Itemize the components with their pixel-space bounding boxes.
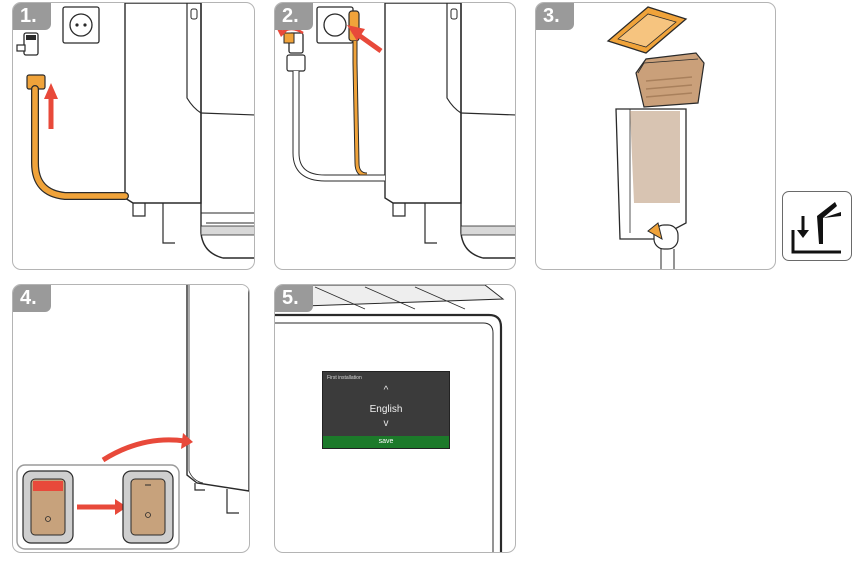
machine-front xyxy=(275,313,503,552)
water-tap-icon xyxy=(283,32,306,72)
step-number: 2. xyxy=(275,3,313,30)
chevron-up-icon[interactable]: ^ xyxy=(383,385,389,396)
red-arrow-icon xyxy=(101,437,186,463)
water-tap-icon xyxy=(16,32,39,56)
step-1-panel: 1. xyxy=(12,2,255,270)
machine-front xyxy=(200,3,254,259)
step-3-panel: 3. xyxy=(535,2,776,270)
save-button[interactable]: save xyxy=(323,436,449,448)
bean-hopper-lid-icon xyxy=(606,6,688,54)
power-switch-icon xyxy=(22,470,74,544)
step-2-panel: 2. xyxy=(274,2,516,270)
step-number: 1. xyxy=(13,3,51,30)
language-value: English xyxy=(369,404,403,415)
step-5-panel: 5. First installation ^ English v save xyxy=(274,284,516,553)
step-number: 4. xyxy=(13,285,51,312)
fill-beans-pictogram xyxy=(791,202,841,254)
step-3-illustration xyxy=(606,6,705,269)
red-arrow-icon xyxy=(347,25,383,54)
hose-icon xyxy=(292,71,385,182)
display-title: First installation xyxy=(327,375,362,381)
step-number: 3. xyxy=(536,3,574,30)
display-screen[interactable]: First installation ^ English v save xyxy=(322,371,450,449)
bean-container-icon xyxy=(615,108,687,269)
step-4-illustration xyxy=(16,285,249,550)
step-number: 5. xyxy=(275,285,313,312)
drip-tray xyxy=(200,225,254,236)
step-2-illustration xyxy=(277,3,515,259)
step-1-illustration xyxy=(16,3,254,259)
machine-side xyxy=(124,3,202,204)
chevron-down-icon[interactable]: v xyxy=(383,418,389,429)
machine-side xyxy=(186,285,249,492)
power-socket-icon xyxy=(316,6,354,44)
red-arrow-icon xyxy=(44,83,58,129)
coffee-bean-bag-icon xyxy=(635,52,705,108)
power-switch-icon xyxy=(122,470,174,544)
fill-beans-icon xyxy=(782,191,852,261)
power-socket-icon xyxy=(62,6,100,44)
hose-icon xyxy=(26,74,129,200)
step-4-panel: 4. xyxy=(12,284,250,553)
